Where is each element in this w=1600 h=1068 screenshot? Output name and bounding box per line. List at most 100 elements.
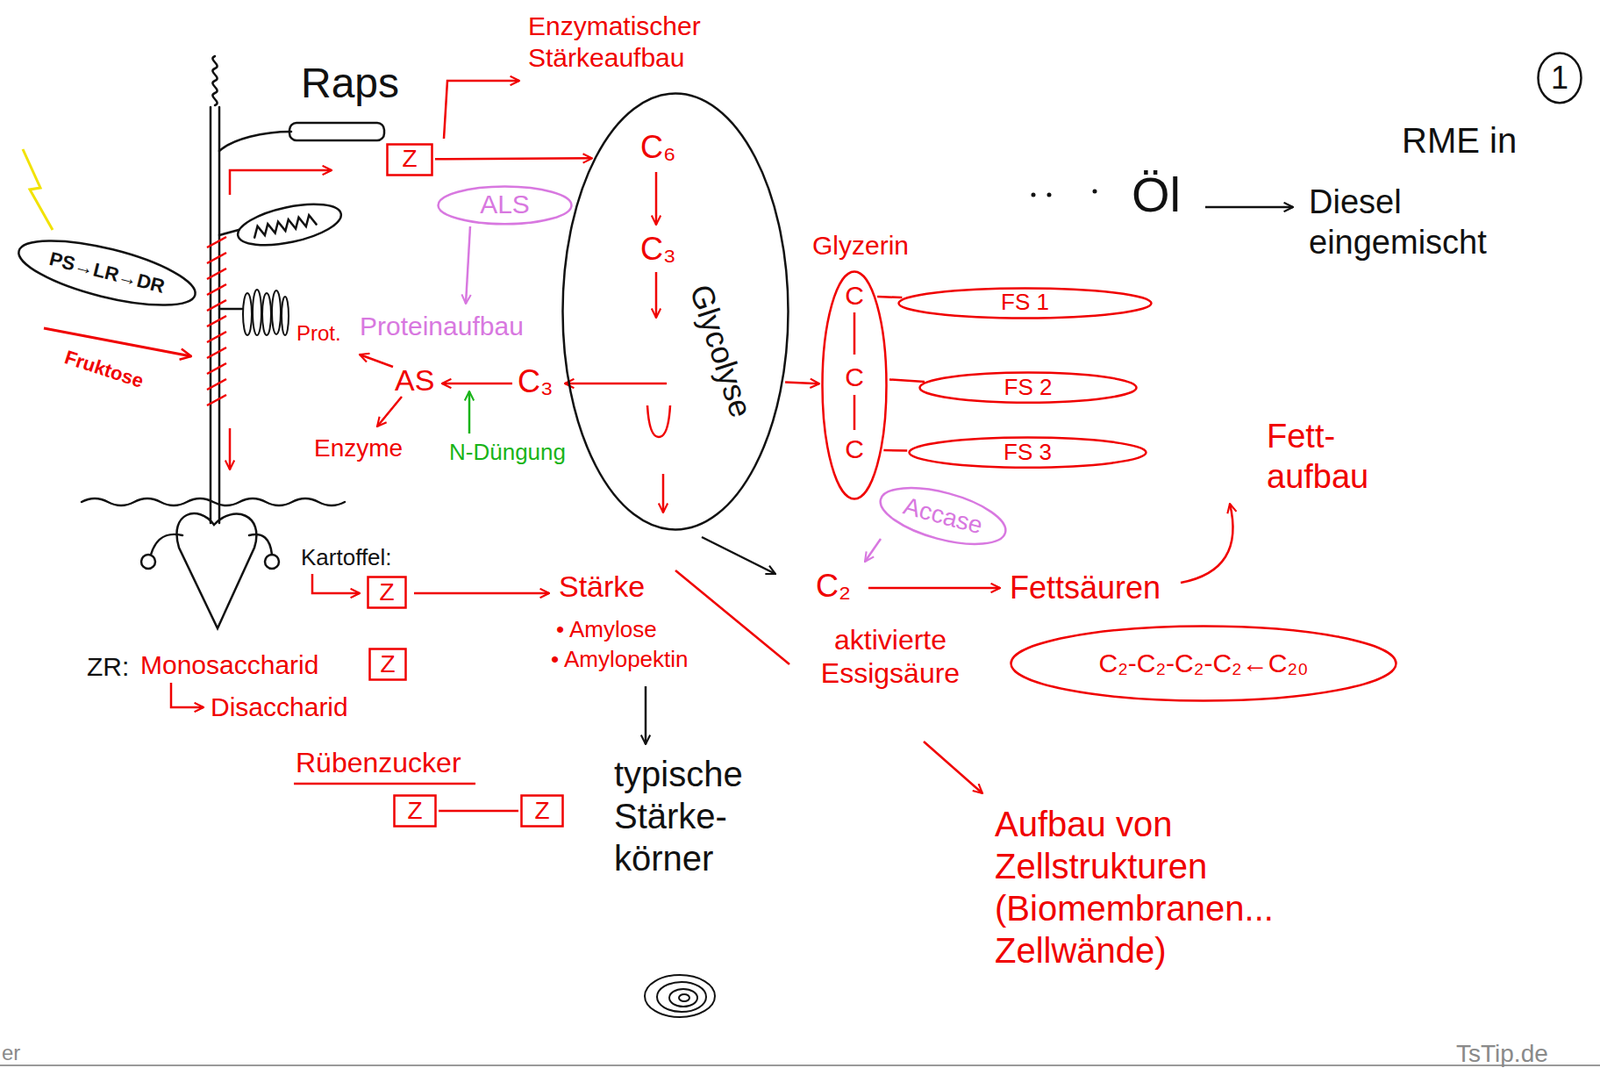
label-anchor: C₂ xyxy=(815,566,851,605)
node-text-anchor: Z xyxy=(378,578,394,607)
rape-pod xyxy=(289,122,385,141)
flow-arrow xyxy=(359,354,393,367)
fatty-acid-ellipse: FS 2 xyxy=(918,371,1138,404)
process-note: Aufbau von Zellstrukturen (Biomembranen.… xyxy=(994,802,1372,972)
label-anchor: Monosaccharid xyxy=(140,649,319,681)
node-text: ALS xyxy=(479,189,530,221)
root-tuber xyxy=(141,554,156,569)
node-text: C xyxy=(844,362,865,393)
node-text: Glycolyse xyxy=(682,279,760,422)
connector-line xyxy=(435,157,593,160)
label-anchor: C₃ xyxy=(517,362,554,400)
label-anchor: N-Düngung xyxy=(449,438,566,466)
label-anchor: TsTip.de xyxy=(1456,1038,1549,1068)
node-text-anchor: PS→LR→DR xyxy=(47,247,168,298)
node-text: Z xyxy=(378,578,394,607)
sugar-box-border xyxy=(521,795,564,827)
list-item: • Amylose xyxy=(556,615,658,643)
node-text-anchor: Z xyxy=(407,796,422,825)
flow-arrow xyxy=(868,586,1000,590)
node-text: FS 2 xyxy=(1004,374,1053,401)
underline xyxy=(293,782,476,786)
connector-line xyxy=(438,809,519,813)
flow-arrow xyxy=(443,80,520,139)
molecule-note: aktivierte Essigsäure xyxy=(793,622,987,691)
product-label: Prot. xyxy=(296,321,342,347)
plant-name: Raps xyxy=(300,57,400,109)
node-text-anchor: Z xyxy=(379,650,395,679)
node-text: Z xyxy=(534,796,550,825)
turn-mark xyxy=(647,405,671,437)
node-text: C xyxy=(844,280,865,312)
sugar-box: Z xyxy=(385,142,434,177)
node-text: Z xyxy=(401,144,417,173)
node-text: PS→LR→DR xyxy=(47,247,168,298)
node-text-anchor: Z xyxy=(534,796,550,825)
bottom-rule xyxy=(0,1064,1600,1066)
process-note: Proteinaufbau xyxy=(359,310,524,343)
leaf-shape: PS→LR→DR xyxy=(11,225,203,320)
node-text: Accase xyxy=(900,492,986,541)
plant-name: ZR: xyxy=(86,650,129,683)
node-text-anchor: Glycolyse xyxy=(682,279,760,422)
flow-arrow xyxy=(171,682,204,708)
carbon-chain-ellipse-border xyxy=(1011,626,1397,701)
stem-transport-hatching xyxy=(207,236,227,406)
label-anchor: Stärke xyxy=(558,568,645,605)
watermark: TsTip.de xyxy=(1456,1038,1549,1068)
connector-line xyxy=(877,296,902,298)
label-anchor: er xyxy=(1,1040,21,1066)
fuel-note: Diesel eingemischt xyxy=(1308,182,1520,263)
drawing-ellipse xyxy=(271,290,281,335)
node-text-anchor: FS 3 xyxy=(1003,439,1052,466)
sunlight xyxy=(22,149,53,230)
flow-arrow xyxy=(377,396,402,427)
node-text: C₂-C₂-C₂-C₂←C₂₀ xyxy=(1099,648,1309,679)
glycerol-ellipse-border xyxy=(822,271,887,500)
flow-arrow xyxy=(442,382,513,386)
label-anchor: RME in xyxy=(1401,119,1517,162)
enzyme-ellipse-border xyxy=(438,185,572,224)
drawing-ellipse xyxy=(281,296,289,336)
flow-arrow xyxy=(414,592,550,595)
sugar-label: Monosaccharid xyxy=(140,649,319,681)
flow-arrow xyxy=(1205,206,1293,209)
node-text: 1 xyxy=(1550,59,1569,96)
node-text-anchor: FS 2 xyxy=(1004,374,1053,401)
label-anchor: Rübenzucker xyxy=(295,745,462,779)
drawing-ellipse xyxy=(644,974,715,1017)
page-number-circle: 1 xyxy=(1536,51,1583,105)
node-text: Z xyxy=(407,796,422,825)
node-text: C xyxy=(844,434,865,465)
fatty-acid-ellipse-border xyxy=(920,372,1137,403)
label-anchor: • Amylose xyxy=(556,615,658,643)
seed-pod xyxy=(234,196,345,253)
flow-arrow xyxy=(228,428,232,470)
drawing-ellipse xyxy=(242,292,252,336)
process-note: typische Stärke- körner xyxy=(614,752,825,879)
sugar-box-border xyxy=(368,577,407,608)
tuber xyxy=(176,513,257,629)
molecule-label: C₆ xyxy=(640,128,677,166)
root xyxy=(150,534,272,555)
label-anchor: Prot. xyxy=(296,321,342,347)
flow-arrow xyxy=(655,271,658,318)
label-anchor: Fettsäuren xyxy=(1009,568,1161,607)
label-anchor: Aufbau von Zellstrukturen (Biomembranen.… xyxy=(994,802,1372,972)
root-tuber xyxy=(264,554,279,569)
list-item: • Amylopektin xyxy=(550,645,689,673)
connector-group xyxy=(435,157,925,811)
node-text-anchor: 1 xyxy=(1550,59,1569,96)
carbon-chain-ellipse: C₂-C₂-C₂-C₂←C₂₀ xyxy=(1009,624,1398,702)
label-anchor: Raps xyxy=(300,57,400,109)
flower-cluster xyxy=(242,289,289,336)
connector-line xyxy=(785,382,820,385)
node-text: Z xyxy=(379,650,395,679)
label-anchor: Fett- aufbau xyxy=(1266,416,1399,497)
drawing-ellipse xyxy=(678,993,690,1001)
dots xyxy=(1031,189,1098,198)
divider-line xyxy=(675,570,790,665)
label-anchor: Enzyme xyxy=(314,433,403,464)
